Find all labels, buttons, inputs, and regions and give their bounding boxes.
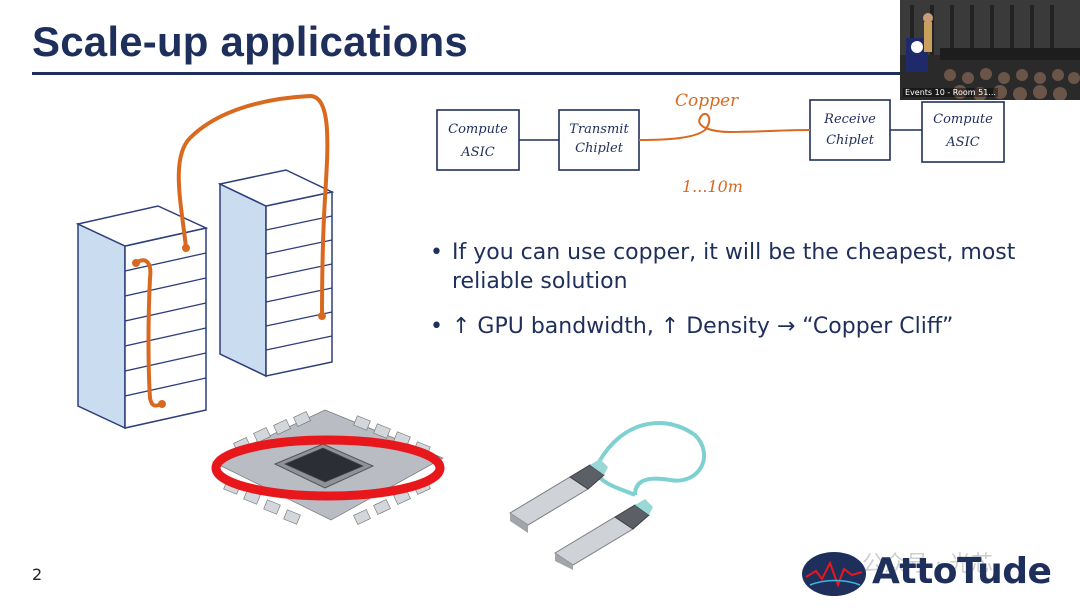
rack-right-front	[219, 182, 267, 378]
block-label: ASIC	[945, 135, 979, 150]
rack-left-side	[124, 227, 207, 429]
bullet-text: If you can use copper, it will be the ch…	[452, 240, 1016, 294]
video-scene	[900, 0, 1080, 100]
copper-label: Copper	[675, 91, 739, 111]
optical-transceivers-image	[509, 420, 707, 570]
slide-number: 2	[32, 565, 43, 584]
copper-cable-intra-rack	[134, 258, 164, 408]
bullet-list: • If you can use copper, it will be the …	[430, 238, 1020, 357]
bullet-item: • If you can use copper, it will be the …	[430, 238, 1020, 296]
highlight-ring	[211, 435, 445, 501]
bullet-text: ↑ GPU bandwidth, ↑ Density → “Copper Cli…	[452, 314, 954, 339]
transceiver-lower	[554, 499, 653, 570]
signal-chain-diagram: Compute ASIC Transmit Chiplet Receive Ch…	[436, 91, 1005, 196]
block-compute-asic-left	[436, 109, 520, 171]
block-label: Chiplet	[575, 141, 624, 156]
copper-cable-inter-rack	[176, 93, 330, 318]
block-label: Compute	[933, 112, 993, 127]
title-underline	[32, 72, 1080, 75]
transceiver-upper	[509, 459, 608, 533]
attotude-logo-text: AttoTude	[872, 551, 1052, 592]
block-label: Receive	[823, 112, 876, 127]
attotude-logo: AttoTude	[800, 545, 1070, 601]
server-racks-illustration	[75, 93, 335, 430]
block-compute-asic-right	[921, 101, 1005, 163]
block-label: Compute	[448, 122, 508, 137]
video-caption: Events 10 - Room 51...	[903, 88, 998, 97]
copper-link	[638, 112, 811, 141]
block-transmit-chiplet	[558, 109, 640, 171]
watermark: 公众号 · 光芯	[862, 552, 993, 577]
speaker-video-thumbnail[interactable]: Events 10 - Room 51...	[900, 0, 1080, 100]
distance-label: 1...10m	[682, 177, 743, 196]
attotude-logo-mark	[802, 552, 866, 596]
block-label: Transmit	[569, 122, 629, 137]
switch-asic-package-image	[211, 409, 445, 525]
fiber-loop	[593, 420, 707, 496]
rack-left-top	[75, 205, 209, 247]
block-label: Chiplet	[826, 133, 875, 148]
slide-title: Scale-up applications	[32, 18, 468, 65]
bullet-item: • ↑ GPU bandwidth, ↑ Density → “Copper C…	[430, 312, 1020, 341]
block-label: ASIC	[460, 145, 494, 160]
rack-right-top	[217, 169, 335, 207]
block-receive-chiplet	[809, 99, 891, 161]
bullet-marker: •	[430, 240, 443, 265]
bullet-marker: •	[430, 314, 443, 339]
rack-left-front	[77, 222, 126, 430]
